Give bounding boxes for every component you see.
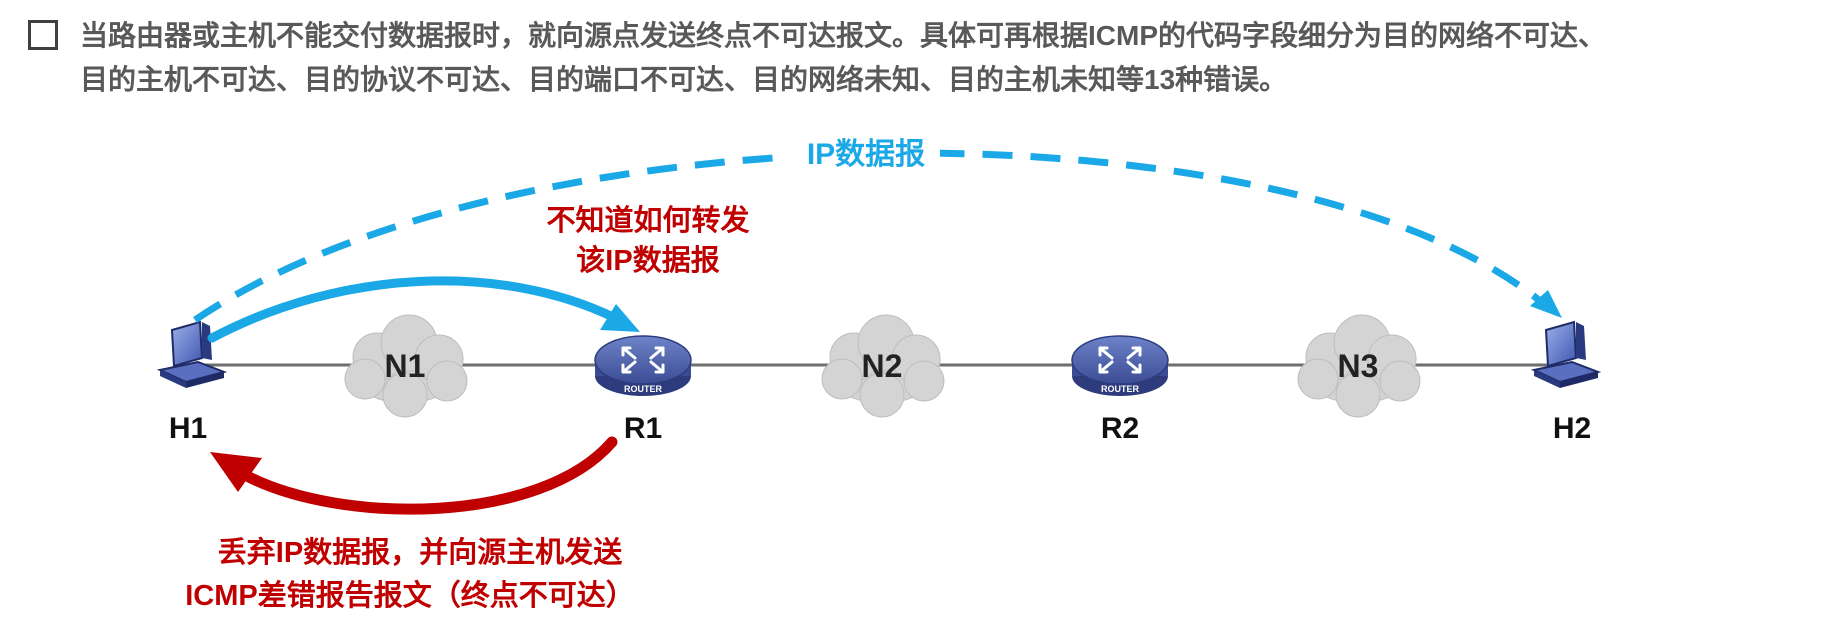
router-badge-text: ROUTER <box>624 384 663 394</box>
bullet-checkbox-icon <box>28 20 58 50</box>
bullet-text-block: 当路由器或主机不能交付数据报时，就向源点发送终点不可达报文。具体可再根据ICMP… <box>80 14 1606 102</box>
unknown-forward-label-line-1: 不知道如何转发 <box>546 203 749 237</box>
ip-datagram-dashed-arrow <box>193 149 1548 323</box>
node-label-r1: R1 <box>624 412 662 445</box>
forward-to-r1-arrow <box>207 276 620 343</box>
network-label-n3: N3 <box>1338 348 1379 384</box>
node-label-r2: R2 <box>1101 412 1139 445</box>
router-icon-r2: ROUTER <box>1071 335 1169 396</box>
discard-label-line-2: ICMP差错报告报文（终点不可达） <box>185 578 635 612</box>
ip-datagram-label: IP数据报 <box>807 138 925 171</box>
node-label-h1: H1 <box>169 412 207 445</box>
computer-icon-h2 <box>1530 320 1602 388</box>
bullet-line-2: 目的主机不可达、目的协议不可达、目的端口不可达、目的网络未知、目的主机未知等13… <box>80 64 1288 95</box>
router-badge-text: ROUTER <box>1101 384 1140 394</box>
network-label-n2: N2 <box>862 348 903 384</box>
icmp-error-return-arrow <box>239 436 618 515</box>
bullet-line-1: 当路由器或主机不能交付数据报时，就向源点发送终点不可达报文。具体可再根据ICMP… <box>80 20 1607 51</box>
ip-datagram-label-bg <box>790 132 940 172</box>
router-icon-r1: ROUTER <box>594 335 692 396</box>
network-label-n1: N1 <box>385 348 426 384</box>
unknown-forward-label-line-2: 该IP数据报 <box>576 244 719 277</box>
discard-label-line-1: 丢弃IP数据报，并向源主机发送 <box>218 535 622 569</box>
return-arrowhead-icon <box>210 452 262 492</box>
dashed-arrowhead-icon <box>1530 290 1562 318</box>
computer-icon-h1 <box>156 320 228 388</box>
bullet-paragraph: 当路由器或主机不能交付数据报时，就向源点发送终点不可达报文。具体可再根据ICMP… <box>28 14 1828 102</box>
node-label-h2: H2 <box>1553 412 1591 445</box>
forward-arrowhead-icon <box>600 304 640 332</box>
